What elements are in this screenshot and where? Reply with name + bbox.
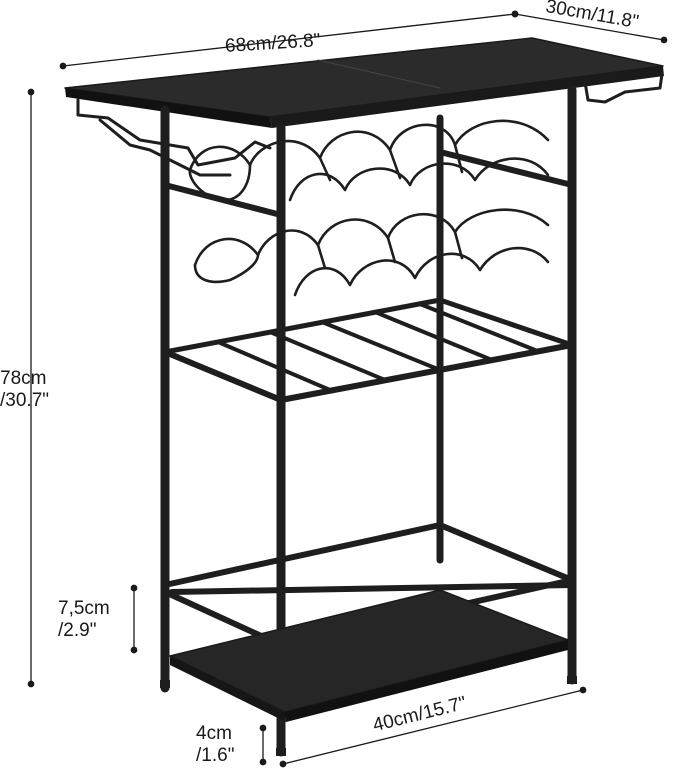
height-label: 78cm /30.7" [0, 368, 49, 412]
mid-shelf-slat-4 [373, 310, 494, 362]
mid-shelf-slat-2 [268, 330, 387, 382]
side-rail-left-upper [162, 182, 284, 218]
tabletop-seam [317, 59, 441, 89]
wine-bottle-holder [188, 119, 550, 297]
mid-shelf-slat-3 [320, 320, 442, 372]
bottom-shelf-left-edge [170, 656, 286, 722]
glass-rail-left-2 [98, 118, 232, 177]
tabletop-side-edge [270, 66, 664, 128]
height-cm: 78cm [0, 368, 47, 389]
stemware-rails [76, 72, 664, 177]
bottom-shelf-edge [285, 640, 568, 722]
foot-front-left [160, 680, 170, 688]
mid-shelf-slat-1 [216, 340, 332, 392]
mid-shelf-rail-left [162, 349, 284, 403]
lower-rail-front [169, 582, 575, 595]
bottom-shelf [169, 589, 569, 722]
foot-front-right [276, 748, 286, 756]
lower-rail-right [437, 522, 575, 583]
foot-back-right [567, 676, 577, 684]
foot-height-in: /1.6" [196, 745, 235, 766]
mid-shelf-rail-back [162, 297, 443, 355]
shelf-gap-in: /2.9" [58, 620, 97, 641]
bottle-loop-hangers-left [188, 163, 260, 284]
depth-dimension-line [511, 10, 668, 44]
back-rail-upper [437, 149, 575, 188]
rack-frame [64, 37, 664, 757]
dimension-lines [27, 10, 668, 768]
mid-shelf-rail-right [437, 297, 575, 348]
bottle-loops-row-3 [193, 208, 550, 267]
upper-rails [162, 149, 575, 218]
mid-shelf-slat-5 [418, 302, 542, 354]
foot-height-cm: 4cm [196, 723, 232, 744]
feet [160, 676, 577, 756]
shelf-gap-cm: 7,5cm [58, 598, 110, 619]
middle-shelf [162, 297, 575, 403]
height-in: /30.7" [0, 390, 50, 411]
glass-rail-right [583, 72, 664, 104]
shelf-gap-label: 7,5cm /2.9" [58, 598, 110, 642]
glass-rail-left [76, 98, 272, 167]
lower-rail-back [162, 522, 443, 588]
bottle-loops-row-4 [293, 246, 550, 297]
width-dimension-line [59, 10, 519, 70]
foot-height-label: 4cm /1.6" [196, 723, 234, 767]
bottle-loops-row-1 [188, 119, 550, 172]
bottom-depth-dimension-line [279, 686, 587, 768]
